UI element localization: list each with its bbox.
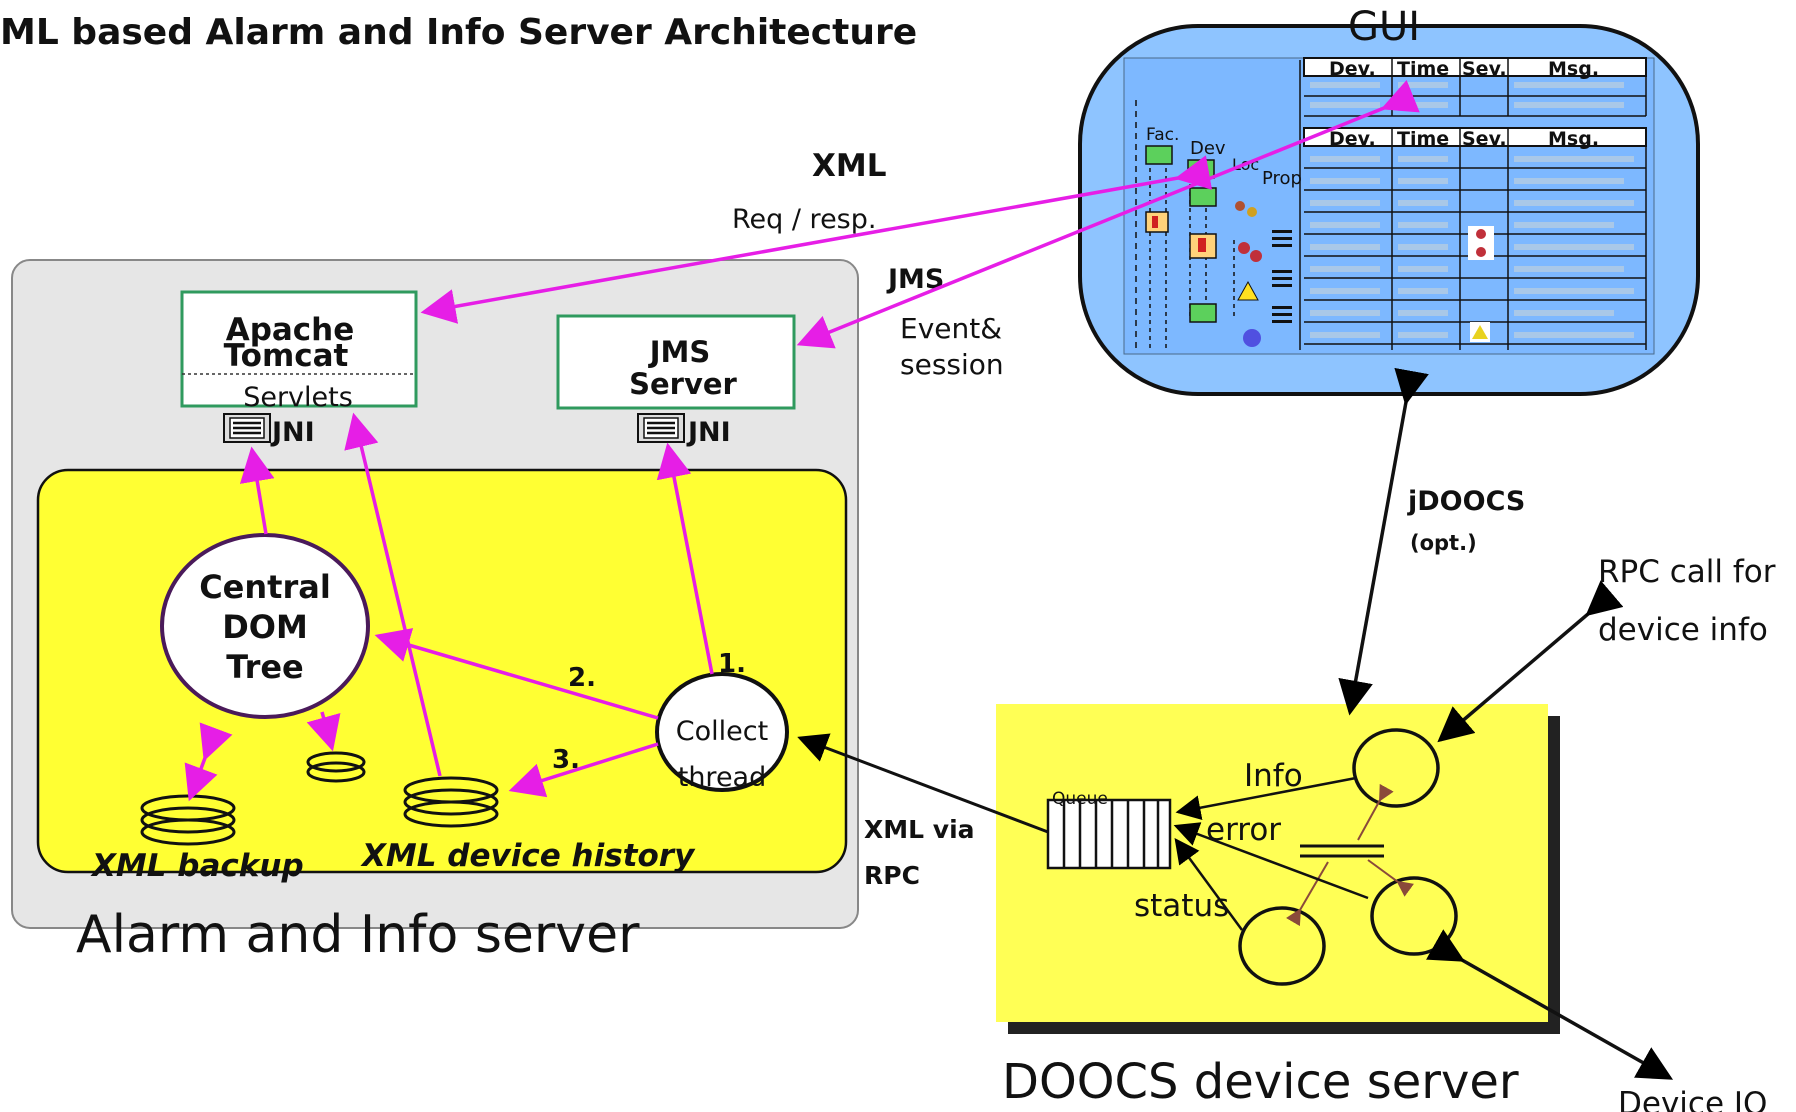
doocs-label: DOOCS device server <box>1002 1054 1519 1110</box>
jdoocs-opt-label: (opt.) <box>1410 531 1477 555</box>
jms-event-arrow <box>796 79 1420 349</box>
dom-to-cache-arrow <box>306 711 341 752</box>
tomcat-box <box>180 290 418 408</box>
rpc-call-label-1: RPC call for <box>1598 554 1776 590</box>
collect-to-jms-arrow <box>656 442 714 675</box>
history-to-servlets-arrow <box>344 412 442 777</box>
device-io-label: Device IO <box>1618 1086 1767 1112</box>
gui-col-dev-2: Dev. <box>1329 128 1376 150</box>
queue-icon <box>1046 798 1172 870</box>
gui-col-msg-1: Msg. <box>1548 58 1599 80</box>
jni-label-tomcat: JNI <box>270 417 315 448</box>
gui-col-dev-1: Dev. <box>1329 58 1376 80</box>
device-node-io <box>1370 876 1458 956</box>
doocs-device-nodes <box>1238 728 1458 986</box>
tomcat-label-1: Apache <box>226 312 355 348</box>
gui-col-time-2: Time <box>1397 128 1449 150</box>
gui-col-msg-2: Msg. <box>1548 128 1599 150</box>
session-label: session <box>900 348 1004 381</box>
collect-to-dom-arrow <box>374 628 659 720</box>
collect-label-2: thread <box>678 762 767 793</box>
event-label: Event& <box>900 312 1002 345</box>
diagram-title: ML based Alarm and Info Server Architect… <box>0 12 917 53</box>
gui-col-sev-1: Sev. <box>1462 58 1507 80</box>
gui-tree-dev: Dev <box>1190 138 1226 159</box>
rpc-label: RPC <box>864 861 920 890</box>
servlets-label: Servlets <box>243 382 353 413</box>
rpc-call-label-2: device info <box>1598 612 1768 648</box>
step-2-label: 2. <box>568 663 596 693</box>
internal-flow-arrows <box>184 412 714 802</box>
jms-server-label-2: Server <box>629 367 737 401</box>
dom-label-1: Central <box>199 568 331 606</box>
collect-to-history-arrow <box>508 742 659 798</box>
jms-server-label-1: JMS <box>648 335 711 369</box>
central-dom-tree-node <box>160 533 370 719</box>
gui-label: GUI <box>1348 4 1420 50</box>
step-1-label: 1. <box>718 649 746 679</box>
jdoocs-label: jDOOCS <box>1407 486 1525 517</box>
dom-backup-bidirectional-arrow <box>184 722 233 802</box>
gui-tree-fac: Fac. <box>1146 125 1179 145</box>
status-label: status <box>1134 888 1229 924</box>
collect-thread-node <box>655 672 789 792</box>
req-resp-label: Req / resp. <box>732 204 876 235</box>
xml-link-label: XML <box>812 148 887 184</box>
gui-tree-prop: Prop <box>1262 168 1302 189</box>
queue-to-collect-arrow <box>797 733 1049 834</box>
dom-label-2: DOM <box>222 608 308 646</box>
device-io-arrow <box>1425 929 1674 1080</box>
jdoocs-arrow <box>1338 367 1429 716</box>
info-label: Info <box>1244 758 1303 794</box>
device-links <box>1286 783 1415 927</box>
gui-col-time-1: Time <box>1397 58 1449 80</box>
queue-label: Queue <box>1052 789 1108 809</box>
queue-input-arrows <box>1173 776 1369 931</box>
xml-history-disk-icon <box>403 776 499 828</box>
gui-server-arrows <box>420 79 1420 349</box>
jni-icon-jms <box>637 413 685 443</box>
jni-icon-tomcat <box>223 413 271 443</box>
jni-label-jms: JNI <box>686 417 731 448</box>
dom-label-3: Tree <box>226 648 304 686</box>
xml-backup-label: XML backup <box>90 848 304 884</box>
gui-col-sev-2: Sev. <box>1462 128 1507 150</box>
dom-cache-disk-icon <box>306 751 366 783</box>
rpc-call-arrow <box>1437 580 1624 743</box>
xml-via-label: XML via <box>864 815 975 844</box>
alarm-server-label: Alarm and Info server <box>76 905 640 965</box>
collect-label-1: Collect <box>676 716 768 747</box>
dom-to-tomcat-arrow <box>239 446 275 535</box>
device-node-status <box>1238 906 1326 986</box>
tomcat-label-2: Tomcat <box>224 338 349 374</box>
xml-history-label: XML device history <box>360 838 696 874</box>
device-node-info <box>1352 728 1440 808</box>
